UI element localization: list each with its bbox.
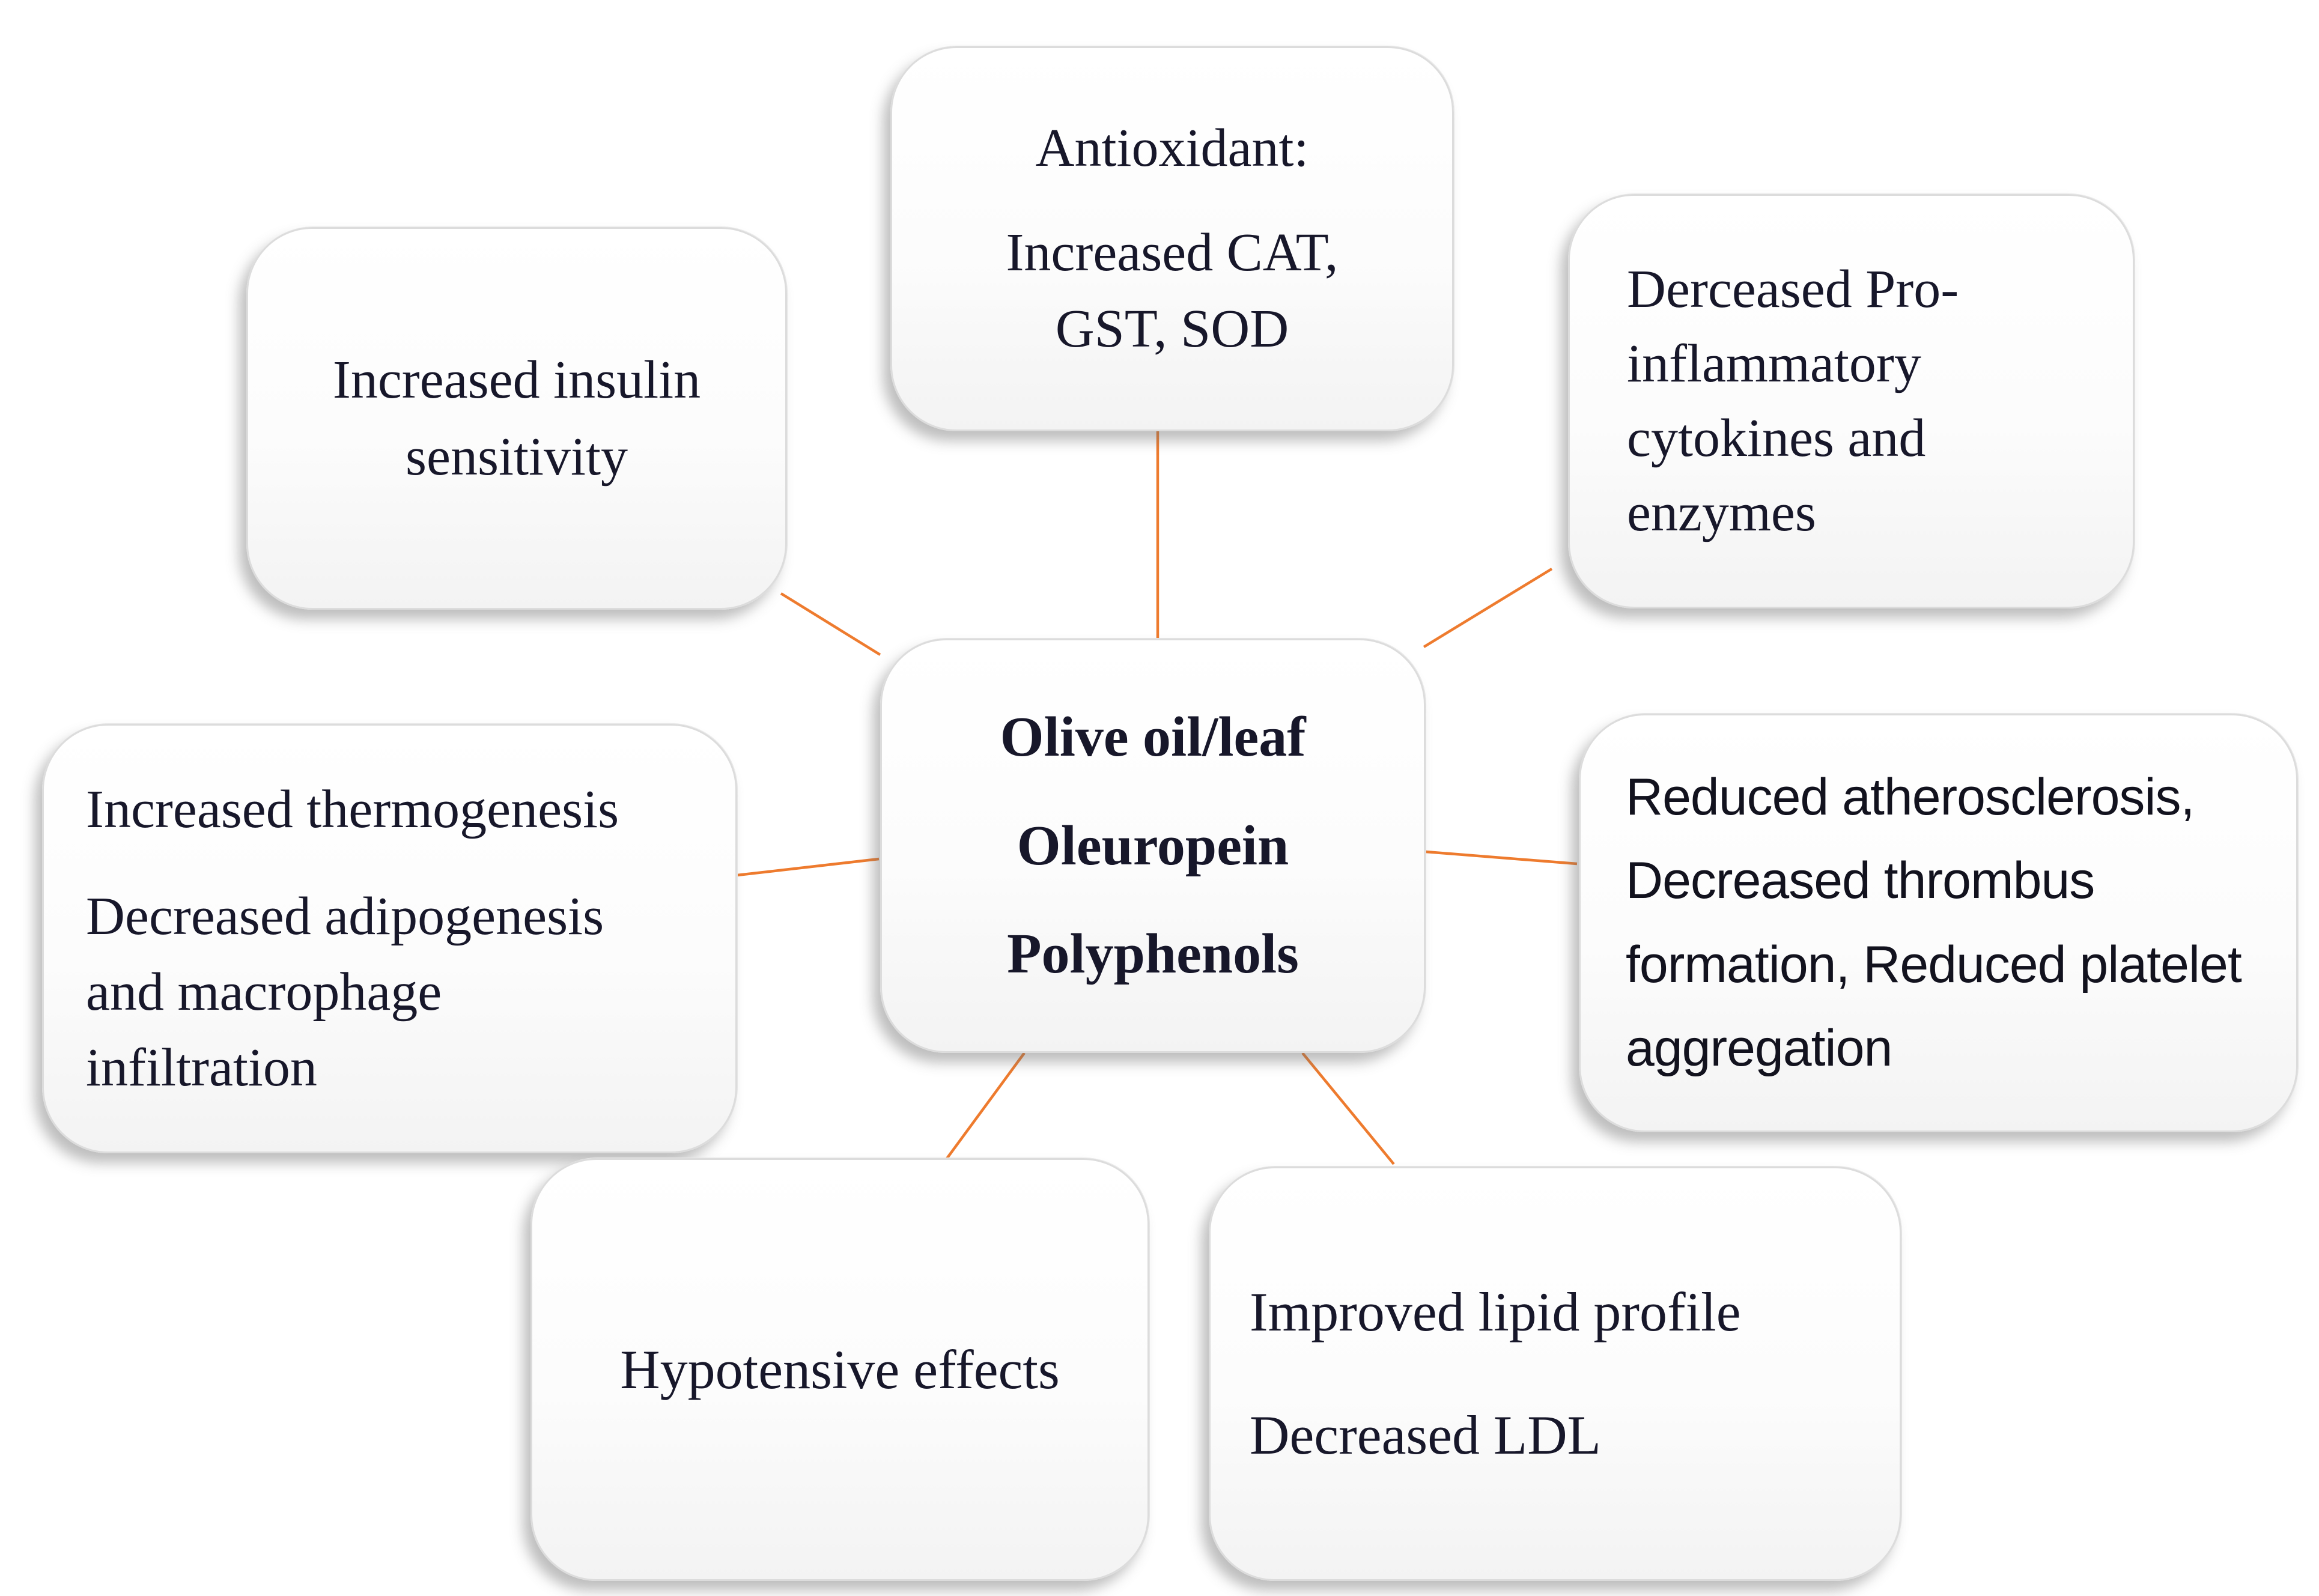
node-reduced-atherosclerosis: Reduced atherosclerosis, Decreased throm… (1579, 714, 2298, 1132)
connector-left (737, 857, 880, 877)
node-antioxidant: Antioxidant: Increased CAT, GST, SOD (890, 46, 1454, 431)
node-hypotensive-effects: Hypotensive effects (530, 1158, 1149, 1581)
node-decreased-proinflammatory: Derceased Pro-inflammatory cytokines and… (1568, 194, 2135, 608)
node-text: Improved lipid profile (1250, 1281, 1741, 1343)
node-text: Increased CAT, GST, SOD (1006, 222, 1339, 359)
node-improved-lipid-profile: Improved lipid profile Decreased LDL (1209, 1167, 1901, 1581)
node-text: Decreased LDL (1250, 1404, 1601, 1466)
node-text: Hypotensive effects (620, 1338, 1060, 1400)
connector-right (1425, 850, 1578, 866)
node-thermogenesis-adipogenesis: Increased thermogenesis Decreased adipog… (42, 724, 737, 1153)
node-increased-insulin-sensitivity: Increased insulin sensitivity (246, 227, 787, 610)
connector-bottom-left (945, 1052, 1026, 1161)
node-text: Oleuropein (1017, 814, 1289, 877)
connector-bottom-right (1301, 1052, 1395, 1165)
node-text: Decreased adipogenesis and macrophage in… (86, 886, 604, 1097)
node-text: Derceased Pro-inflammatory cytokines and… (1627, 259, 1959, 543)
node-text: Polyphenols (1007, 923, 1299, 986)
node-text: Reduced atherosclerosis, Decreased throm… (1626, 768, 2242, 1077)
node-text: Olive oil/leaf (1000, 705, 1306, 768)
node-text: Increased insulin sensitivity (332, 350, 701, 487)
node-text: Increased thermogenesis (86, 779, 619, 839)
connector-top-right (1423, 568, 1553, 648)
connector-top-left (780, 592, 881, 656)
node-text: Antioxidant: (1035, 118, 1309, 178)
node-central-olive-oil: Olive oil/leaf Oleuropein Polyphenols (880, 639, 1426, 1053)
